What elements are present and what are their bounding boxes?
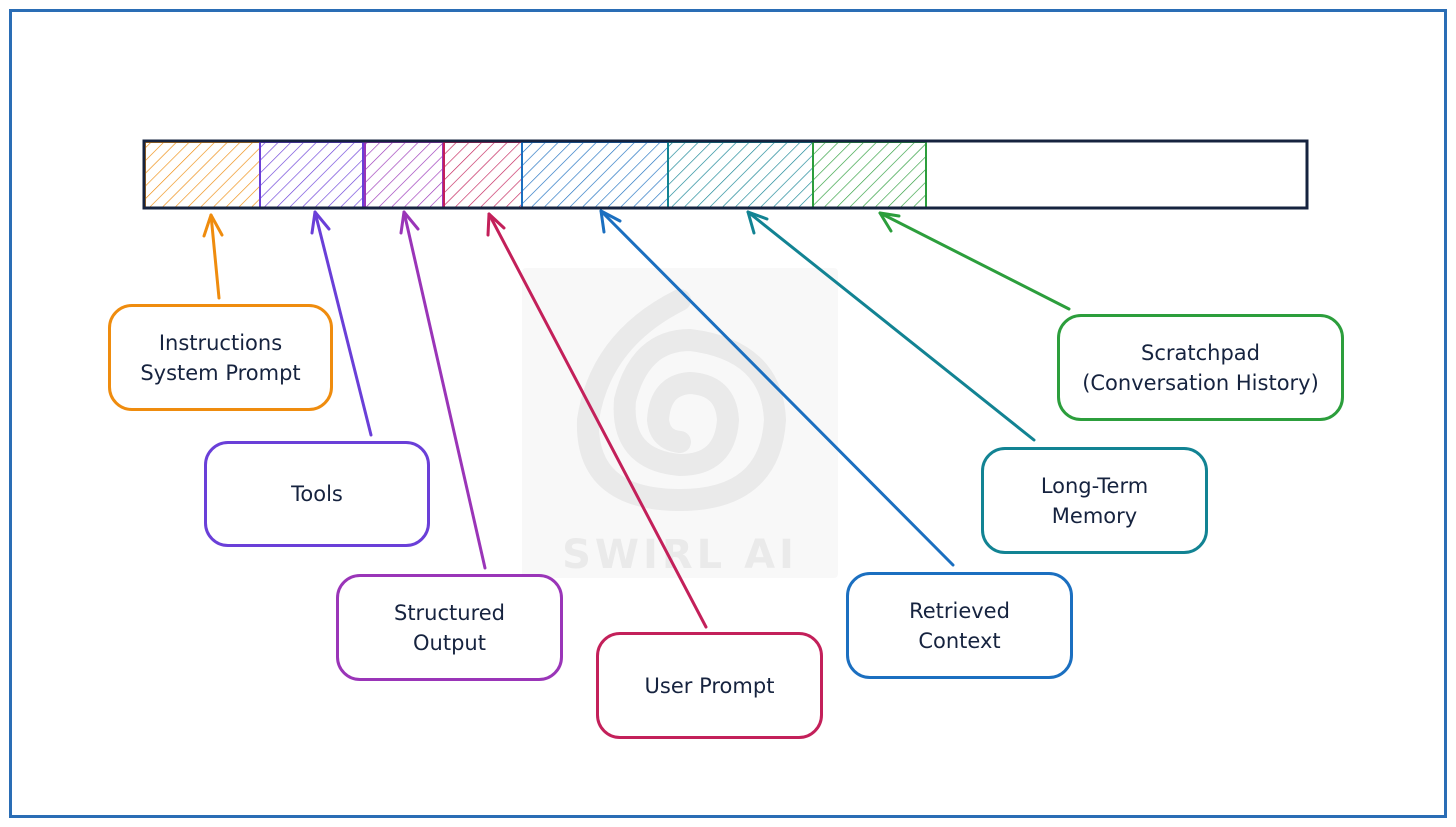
tools-label: Tools [291,482,343,506]
scratchpad-box: Scratchpad (Conversation History) [1057,314,1344,421]
structured-output-label: Structured Output [393,600,506,655]
instructions-box: Instructions System Prompt [108,304,333,411]
arrow-user-prompt [486,212,708,629]
arrow-retrieved-context [599,209,955,567]
tools-box: Tools [204,441,430,547]
long-term-memory-box: Long-Term Memory [981,447,1208,554]
retrieved-context-label: Retrieved Context [909,598,1010,653]
context-window-outline [142,139,1309,210]
arrow-long-term-memory [746,210,1036,442]
arrow-instructions [202,213,224,300]
watermark-text: SWIRL AI [562,532,798,578]
segment-user-prompt [443,141,523,209]
arrows [202,209,1071,629]
retrieved-context-box: Retrieved Context [846,572,1073,679]
long-term-memory-label: Long-Term Memory [1040,473,1149,528]
segment-scratchpad [812,141,927,209]
segment-instructions [144,141,261,209]
context-window-bar [142,139,1309,210]
segment-structured-output [364,141,444,209]
segment-tools [259,141,364,209]
instructions-label: Instructions System Prompt [140,330,301,385]
watermark: SWIRL AI [522,268,838,578]
swirl-icon [576,289,787,512]
arrow-scratchpad [878,211,1071,311]
arrow-tools [310,210,373,437]
scratchpad-label: Scratchpad (Conversation History) [1082,340,1319,395]
structured-output-box: Structured Output [336,574,563,681]
user-prompt-box: User Prompt [596,632,823,739]
diagram-frame [9,9,1447,818]
segment-long-term-memory [667,141,814,209]
segment-retrieved-context [521,141,669,209]
user-prompt-label: User Prompt [644,673,775,698]
arrow-structured-output [399,210,487,570]
